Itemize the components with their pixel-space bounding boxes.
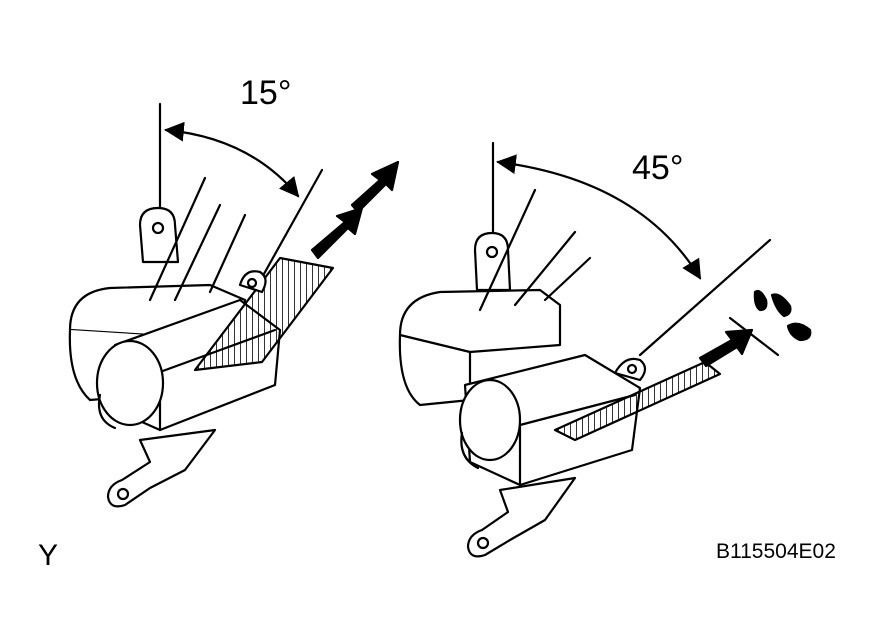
left-front-knob: [95, 339, 165, 427]
right-angle-arc: [496, 154, 702, 280]
left-lower-bracket: [106, 428, 217, 508]
right-belt-guide-line: [638, 238, 772, 357]
right-lock-mark-1: [753, 289, 768, 312]
left-belt-guide-line: [253, 168, 324, 292]
right-lock-mark-3: [786, 322, 812, 342]
right-lock-mark-2: [770, 293, 792, 318]
right-lower-bracket: [466, 476, 577, 558]
right-pull-arrow: [698, 328, 754, 368]
right-stop-line: [728, 316, 780, 357]
angle-label-15: 15°: [240, 74, 292, 112]
left-pull-arrow-upper: [350, 160, 400, 214]
angle-label-45: 45°: [632, 149, 684, 187]
right-buckle-assembly: [398, 141, 812, 558]
left-buckle-assembly: [68, 102, 400, 508]
right-front-knob: [458, 378, 522, 462]
left-pull-arrow-lower: [310, 206, 364, 260]
right-rear-housing: [398, 288, 562, 354]
left-angle-arc: [164, 121, 300, 198]
left-belt-webbing: [193, 256, 335, 372]
right-belt-webbing: [553, 360, 722, 442]
left-upper-lug: [138, 206, 180, 264]
figure-code: B115504E02: [716, 540, 836, 563]
figure-letter: Y: [38, 539, 59, 572]
